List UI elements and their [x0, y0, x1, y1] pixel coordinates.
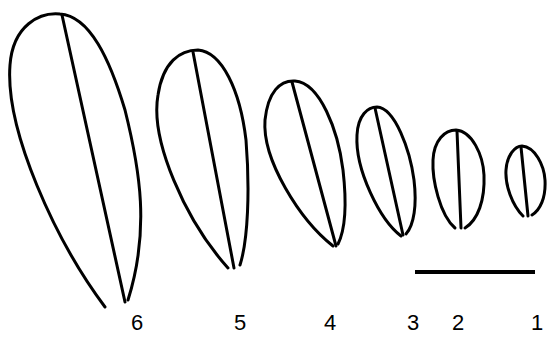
callout-number: 3 — [407, 312, 419, 334]
seed-outline — [433, 130, 484, 228]
callout-number: 6 — [131, 312, 143, 334]
callout-number: 1 — [531, 312, 543, 334]
seed-midline — [521, 147, 528, 216]
seed-midline — [292, 82, 336, 246]
seed-midline — [457, 131, 461, 228]
seed-midline — [375, 108, 403, 235]
seed-outline — [357, 107, 415, 236]
seed-midline — [193, 52, 234, 268]
seed-outline — [265, 81, 345, 246]
seed-midline — [62, 15, 125, 302]
seed-outline — [506, 146, 545, 216]
seed-outline — [10, 14, 141, 307]
callout-number: 2 — [452, 312, 464, 334]
callout-number: 5 — [234, 312, 246, 334]
scale-bar — [415, 270, 535, 274]
callout-number: 4 — [324, 312, 336, 334]
seed-outline — [157, 50, 248, 268]
